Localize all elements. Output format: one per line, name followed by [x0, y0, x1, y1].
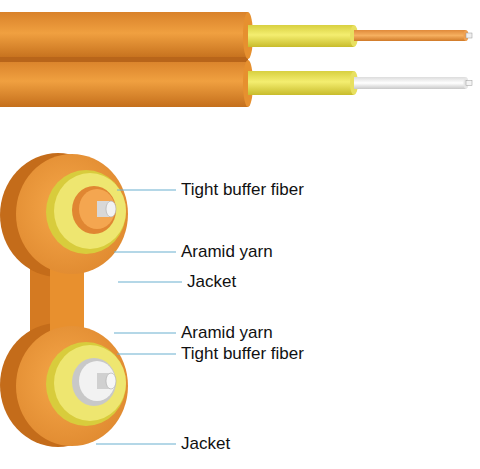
part-label: Tight buffer fiber	[180, 344, 305, 364]
part-label: Jacket	[180, 434, 231, 454]
part-label: Tight buffer fiber	[180, 180, 305, 200]
cable-cross-section	[0, 153, 128, 447]
cable-side-view	[0, 12, 472, 107]
part-label: Aramid yarn	[180, 242, 274, 262]
part-label: Aramid yarn	[180, 323, 274, 343]
part-label: Jacket	[186, 272, 237, 292]
leader-lines	[96, 190, 182, 444]
